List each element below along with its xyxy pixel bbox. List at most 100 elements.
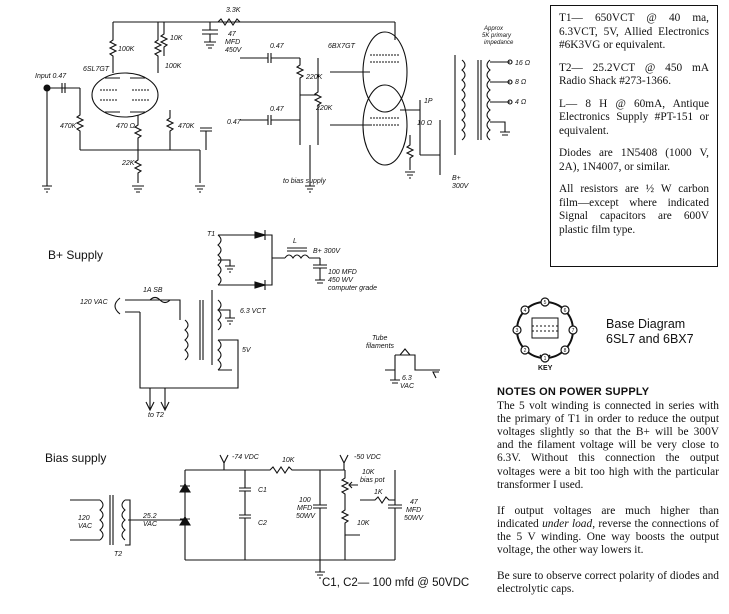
svg-text:100K: 100K bbox=[165, 63, 182, 70]
svg-text:300V: 300V bbox=[452, 183, 470, 190]
note-resistors: All resistors are ½ W carbon film—except… bbox=[559, 183, 709, 236]
svg-text:450V: 450V bbox=[225, 47, 243, 54]
svg-text:VAC: VAC bbox=[143, 521, 158, 528]
base-diagram-title: Base Diagram 6SL7 and 6BX7 bbox=[606, 317, 694, 347]
svg-text:16 Ω: 16 Ω bbox=[515, 60, 531, 67]
svg-text:220K: 220K bbox=[305, 74, 323, 81]
svg-text:47: 47 bbox=[410, 499, 419, 506]
svg-text:C1: C1 bbox=[258, 487, 267, 494]
svg-text:100: 100 bbox=[299, 497, 311, 504]
svg-text:2: 2 bbox=[524, 348, 527, 354]
svg-text:Input 0.47: Input 0.47 bbox=[35, 73, 67, 80]
base-title-line2: 6SL7 and 6BX7 bbox=[606, 332, 694, 346]
svg-text:470K: 470K bbox=[178, 123, 195, 130]
svg-text:T2: T2 bbox=[114, 551, 122, 558]
svg-text:470K: 470K bbox=[60, 123, 77, 130]
svg-text:impedance: impedance bbox=[484, 40, 514, 46]
p2-part-a: If output voltages are much higher than … bbox=[497, 504, 719, 530]
svg-text:10 Ω: 10 Ω bbox=[417, 120, 433, 127]
svg-text:25.2: 25.2 bbox=[142, 513, 157, 520]
svg-text:6.3 VCT: 6.3 VCT bbox=[240, 308, 266, 315]
svg-text:MFD: MFD bbox=[297, 505, 312, 512]
svg-text:22K: 22K bbox=[121, 160, 135, 167]
svg-text:3: 3 bbox=[516, 328, 519, 334]
svg-text:100K: 100K bbox=[118, 46, 135, 53]
svg-text:B+: B+ bbox=[452, 175, 461, 182]
svg-text:50WV: 50WV bbox=[296, 513, 316, 520]
svg-text:47: 47 bbox=[228, 31, 237, 38]
base-key-label: KEY bbox=[538, 365, 553, 372]
svg-text:3.3K: 3.3K bbox=[226, 7, 241, 14]
svg-text:filaments: filaments bbox=[366, 343, 395, 350]
bplus-labels: B+ Supply T1 L B+ 300V 100 MFD 450 WV co… bbox=[48, 231, 415, 419]
p2-part-b: , reverse the connections of the 5 V win… bbox=[497, 517, 719, 557]
svg-text:5V: 5V bbox=[242, 347, 252, 354]
p2-emphasis: under load bbox=[542, 517, 593, 530]
svg-text:1K: 1K bbox=[374, 489, 383, 496]
svg-text:8: 8 bbox=[564, 348, 567, 354]
svg-text:10K: 10K bbox=[170, 35, 183, 42]
power-notes-p1: The 5 volt winding is connected in serie… bbox=[497, 400, 719, 491]
svg-text:100 MFD: 100 MFD bbox=[328, 269, 357, 276]
svg-text:-74 VDC: -74 VDC bbox=[232, 454, 260, 461]
svg-text:VAC: VAC bbox=[78, 523, 93, 530]
power-notes-p3: Be sure to observe correct polarity of d… bbox=[497, 570, 719, 596]
svg-text:120 VAC: 120 VAC bbox=[80, 299, 109, 306]
bias-labels: Bias supply -74 VDC 10K -50 VDC C1 C2 10… bbox=[45, 451, 424, 558]
svg-text:1A SB: 1A SB bbox=[143, 287, 163, 294]
svg-text:computer grade: computer grade bbox=[328, 285, 377, 292]
base-pin-numbers: 5 6 7 8 1 2 3 4 bbox=[516, 300, 575, 362]
bplus-supply-schematic bbox=[114, 230, 440, 412]
svg-text:5K primary: 5K primary bbox=[482, 33, 512, 39]
base-pins bbox=[512, 297, 578, 363]
svg-text:4 Ω: 4 Ω bbox=[515, 99, 527, 106]
svg-text:bias pot: bias pot bbox=[360, 477, 386, 484]
svg-text:-50 VDC: -50 VDC bbox=[354, 454, 382, 461]
component-notes-box: T1— 650VCT @ 40 ma, 6.3VCT, 5V, Allied E… bbox=[550, 5, 718, 267]
svg-text:7: 7 bbox=[572, 328, 575, 334]
amplifier-schematic bbox=[42, 18, 513, 193]
svg-text:8 Ω: 8 Ω bbox=[515, 79, 527, 86]
svg-text:5: 5 bbox=[544, 300, 547, 306]
power-notes-heading: NOTES ON POWER SUPPLY bbox=[497, 386, 650, 398]
svg-text:4: 4 bbox=[524, 308, 527, 314]
svg-text:VAC: VAC bbox=[400, 383, 415, 390]
power-notes-p2: If output voltages are much higher than … bbox=[497, 505, 719, 557]
svg-text:6BX7GT: 6BX7GT bbox=[328, 43, 356, 50]
svg-text:Bias supply: Bias supply bbox=[45, 451, 106, 465]
svg-text:MFD: MFD bbox=[225, 39, 240, 46]
svg-text:220K: 220K bbox=[315, 105, 333, 112]
power-supply-notes: NOTES ON POWER SUPPLY The 5 volt winding… bbox=[497, 386, 719, 609]
svg-text:10K: 10K bbox=[362, 469, 375, 476]
svg-text:Tube: Tube bbox=[372, 335, 388, 342]
svg-text:6.3: 6.3 bbox=[402, 375, 412, 382]
svg-text:50WV: 50WV bbox=[404, 515, 424, 522]
svg-text:Approx: Approx bbox=[483, 26, 504, 32]
svg-text:B+ 300V: B+ 300V bbox=[313, 248, 341, 255]
svg-text:to bias supply: to bias supply bbox=[283, 178, 326, 185]
svg-text:1P: 1P bbox=[424, 98, 433, 105]
caps-note: C1, C2— 100 mfd @ 50VDC bbox=[322, 577, 470, 589]
svg-text:0.47: 0.47 bbox=[270, 106, 285, 113]
bias-supply-schematic bbox=[70, 454, 402, 579]
base-title-line1: Base Diagram bbox=[606, 317, 686, 331]
svg-text:B+ Supply: B+ Supply bbox=[48, 248, 103, 262]
svg-text:L: L bbox=[293, 238, 297, 245]
tube-6sl7 bbox=[91, 72, 159, 118]
note-diodes: Diodes are 1N5408 (1000 V, 2A), 1N4007, … bbox=[559, 147, 709, 173]
svg-text:470 Ω: 470 Ω bbox=[116, 123, 136, 130]
svg-text:10K: 10K bbox=[357, 520, 370, 527]
svg-text:1: 1 bbox=[544, 356, 547, 362]
svg-text:120: 120 bbox=[78, 515, 90, 522]
svg-text:6SL7GT: 6SL7GT bbox=[83, 66, 110, 73]
svg-text:10K: 10K bbox=[282, 457, 295, 464]
svg-text:450 WV: 450 WV bbox=[328, 277, 354, 284]
svg-text:0.47: 0.47 bbox=[227, 119, 242, 126]
svg-text:6: 6 bbox=[564, 308, 567, 314]
svg-text:to T2: to T2 bbox=[148, 412, 164, 419]
svg-text:T1: T1 bbox=[207, 231, 215, 238]
note-t2: T2— 25.2VCT @ 450 mA Radio Shack #273-13… bbox=[559, 61, 709, 88]
svg-text:C2: C2 bbox=[258, 520, 267, 527]
amplifier-labels: Input 0.47 3.3K 47 MFD 450V 100K 10K 100… bbox=[35, 7, 531, 190]
